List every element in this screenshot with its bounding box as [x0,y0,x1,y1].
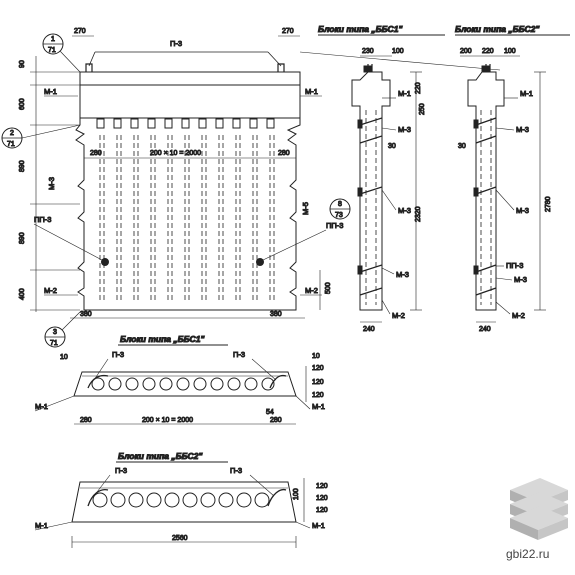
label-pp3-left: ПП-3 [34,215,51,224]
dim-10: 10 [60,354,68,361]
dim-380-right: 380 [270,311,282,318]
callout-1-top: 1 [51,36,55,43]
dim-250: 250 [419,103,426,115]
dim-120-plan2-c: 120 [316,507,328,514]
dim-380-left: 380 [80,311,92,318]
dim-220-bbs1: 220 [415,82,422,94]
label-p3-plan1-left: П-3 [112,350,124,359]
label-m1-bbs2: М-1 [520,89,533,98]
dim-120-plan1-c: 120 [312,392,324,399]
dim-240-bbs1: 240 [363,326,375,333]
label-m1-bbs1: М-1 [398,89,411,98]
label-p3-top: П-3 [170,39,182,48]
title-bbs2-side: Блоки типа „ББС2" [455,24,540,34]
dim-280-plan1-left: 280 [80,417,92,424]
label-p3-plan2-right: П-3 [230,466,242,475]
label-pp3-bbs2: ПП-3 [506,261,523,270]
label-m1-left: М-1 [44,87,57,96]
label-m3-bbs2-b: М-3 [516,206,529,215]
label-m5: М-5 [301,202,310,215]
callout-3-top: 3 [53,329,57,336]
dim-30-bbs1: 30 [388,143,396,150]
label-m1-plan1-right: М-1 [312,402,325,411]
dim-280-plan1-right: 280 [270,417,282,424]
dim-280-left: 280 [90,150,102,157]
dim-2320: 2320 [415,206,422,222]
main-elevation: 280 200 × 10 = 2000 280 380 380 [70,63,305,319]
plan-bbs1: П-3 П-3 10 М-1 М-1 10 120 120 120 280 20… [35,350,326,425]
dim-890-bottom: 890 [19,232,26,244]
title-bbs1-side: Блоки типа „ББС1" [318,24,403,34]
dim-500: 500 [325,282,332,294]
dim-890-top: 890 [19,160,26,172]
callout-3-bottom: 71 [50,340,58,347]
dim-90: 90 [19,60,26,68]
label-m1-right: М-1 [305,87,318,96]
title-bbs1-plan: Блоки типа „ББС1" [120,334,205,344]
watermark-text: gbi22.ru [506,547,549,561]
dim-120-plan1-b: 120 [312,379,324,386]
callout-8-bottom: 73 [335,212,343,219]
label-p3-plan1-right: П-3 [233,350,245,359]
dim-100-bbs1: 100 [392,48,404,55]
dim-240-bbs2: 240 [479,326,491,333]
dim-400: 400 [19,288,26,300]
dim-54: 54 [266,409,274,416]
dim-holes-plan1: 200 × 10 = 2000 [142,417,193,424]
dim-100-plan2: 100 [293,488,300,500]
dim-2560: 2560 [172,535,188,542]
dim-220-bbs2-top: 220 [482,48,494,55]
dim-280-right: 280 [278,150,290,157]
label-pp3-right: ПП-3 [326,221,343,230]
dim-30-bbs2: 30 [458,143,466,150]
dim-10-plan1-a: 10 [312,353,320,360]
callout-2-bottom: 71 [7,141,15,148]
callout-1-bottom: 71 [48,47,56,54]
label-m2-bbs1: М-2 [392,311,405,320]
dim-100-bbs2: 100 [504,48,516,55]
dim-2780: 2780 [545,196,552,212]
label-m3-bbs1-a: М-3 [398,125,411,134]
callout-2-top: 2 [10,130,14,137]
label-m3-left: М-3 [47,177,56,190]
plan-bbs2: П-3 П-3 М-1 М-1 100 120 120 120 2560 [35,466,328,548]
label-m2-right: М-2 [305,286,318,295]
dim-270-right: 270 [282,28,294,35]
label-m3-bbs1-c: М-3 [396,270,409,279]
dim-600: 600 [19,98,26,110]
title-bbs2-plan: Блоки типа „ББС2" [118,451,203,461]
label-m3-bbs2-a: М-3 [516,125,529,134]
dim-270-left: 270 [74,28,86,35]
label-m2-bbs2: М-2 [512,311,525,320]
label-m1-plan1-left: М-1 [35,402,48,411]
label-m1-plan2-left: М-1 [35,521,48,530]
label-m3-bbs2-c: М-3 [514,275,527,284]
label-p3-plan2-left: П-3 [115,466,127,475]
label-m3-bbs1-b: М-3 [398,206,411,215]
section-bbs1: 230 100 220 250 2320 30 240 М-1 М-3 М-3 … [351,48,427,334]
dim-120-plan2-a: 120 [316,483,328,490]
label-m1-plan2-right: М-1 [312,521,325,530]
dim-120-plan2-b: 120 [316,495,328,502]
gbi-logo [510,478,568,540]
dim-200-bbs2: 200 [460,48,472,55]
section-bbs2: 200 220 100 2780 30 240 М-1 М-3 М-3 ПП-3… [458,48,553,334]
dim-holes-elevation: 200 × 10 = 2000 [150,150,201,157]
dim-230: 230 [362,48,374,55]
label-m2-left: М-2 [44,286,57,295]
dim-120-plan1-a: 120 [312,365,324,372]
callout-8-top: 8 [338,201,342,208]
